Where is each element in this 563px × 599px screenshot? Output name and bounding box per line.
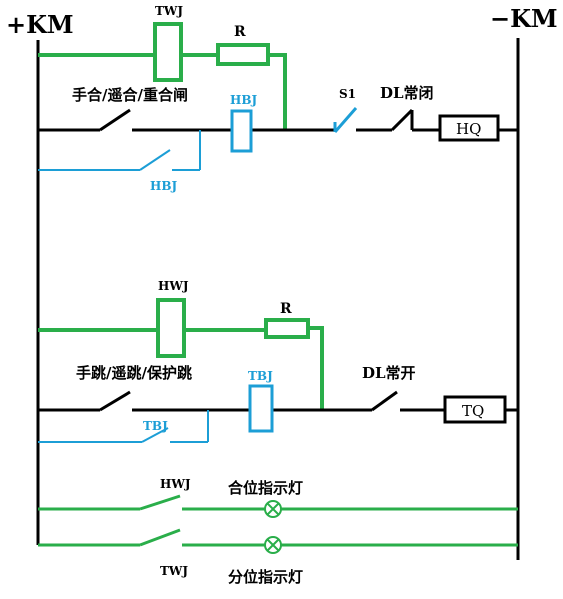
close-resistor-label: R <box>234 24 246 40</box>
close-lamp-line <box>38 494 518 511</box>
hwj-contact-label: HWJ <box>160 477 191 491</box>
twj-contact-label: TWJ <box>160 564 188 578</box>
hbj-coil-label: HBJ <box>230 93 257 107</box>
open-lamp <box>264 536 282 554</box>
tbj-coil <box>248 384 274 433</box>
twj-coil-label: TWJ <box>155 4 183 18</box>
close-lamp-label: 合位指示灯 <box>227 479 303 497</box>
hq-label: HQ <box>456 120 481 138</box>
open-lamp-label: 分位指示灯 <box>228 568 303 586</box>
trip-main-line <box>38 390 518 424</box>
hbj-contact-branch <box>38 130 201 171</box>
close-main-line <box>38 108 518 142</box>
tbj-contact-label: TBJ <box>143 419 168 433</box>
open-lamp-line <box>38 528 518 547</box>
hwj-branch <box>38 298 324 410</box>
twj-branch <box>38 22 287 130</box>
s1-label: S1 <box>339 87 356 101</box>
trip-resistor-label: R <box>280 301 292 317</box>
positive-bus-label: +KM <box>6 10 74 39</box>
dl-no-label: DL常开 <box>362 364 416 382</box>
tq-label: TQ <box>462 402 484 420</box>
hwj-coil-label: HWJ <box>158 279 189 293</box>
trip-manual-label: 手跳/遥跳/保护跳 <box>76 364 192 382</box>
hbj-contact-label: HBJ <box>150 179 177 193</box>
tbj-contact-branch <box>38 410 209 443</box>
hbj-coil <box>230 109 253 153</box>
negative-bus-label: −KM <box>490 4 558 33</box>
close-lamp <box>264 500 282 518</box>
dl-nc-label: DL常闭 <box>380 84 434 102</box>
close-manual-label: 手合/遥合/重合闸 <box>72 86 188 104</box>
s1-switch <box>333 107 358 133</box>
tbj-coil-label: TBJ <box>248 369 273 383</box>
